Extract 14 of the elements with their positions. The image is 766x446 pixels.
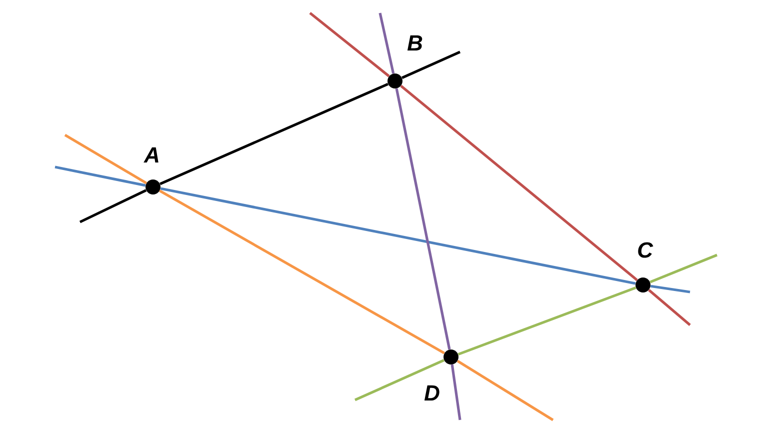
node-label: A: [144, 147, 158, 163]
line: [159, 190, 445, 354]
node-label: B: [407, 35, 422, 51]
point: C: [636, 242, 654, 292]
node-label: D: [424, 385, 440, 401]
line: [400, 84, 638, 282]
line: [160, 187, 636, 285]
node-label: C: [638, 242, 654, 258]
line: [458, 286, 636, 356]
point: B: [388, 35, 422, 88]
point: D: [424, 349, 458, 401]
line: [395, 88, 451, 350]
line: [160, 82, 388, 186]
point: A: [144, 147, 160, 194]
